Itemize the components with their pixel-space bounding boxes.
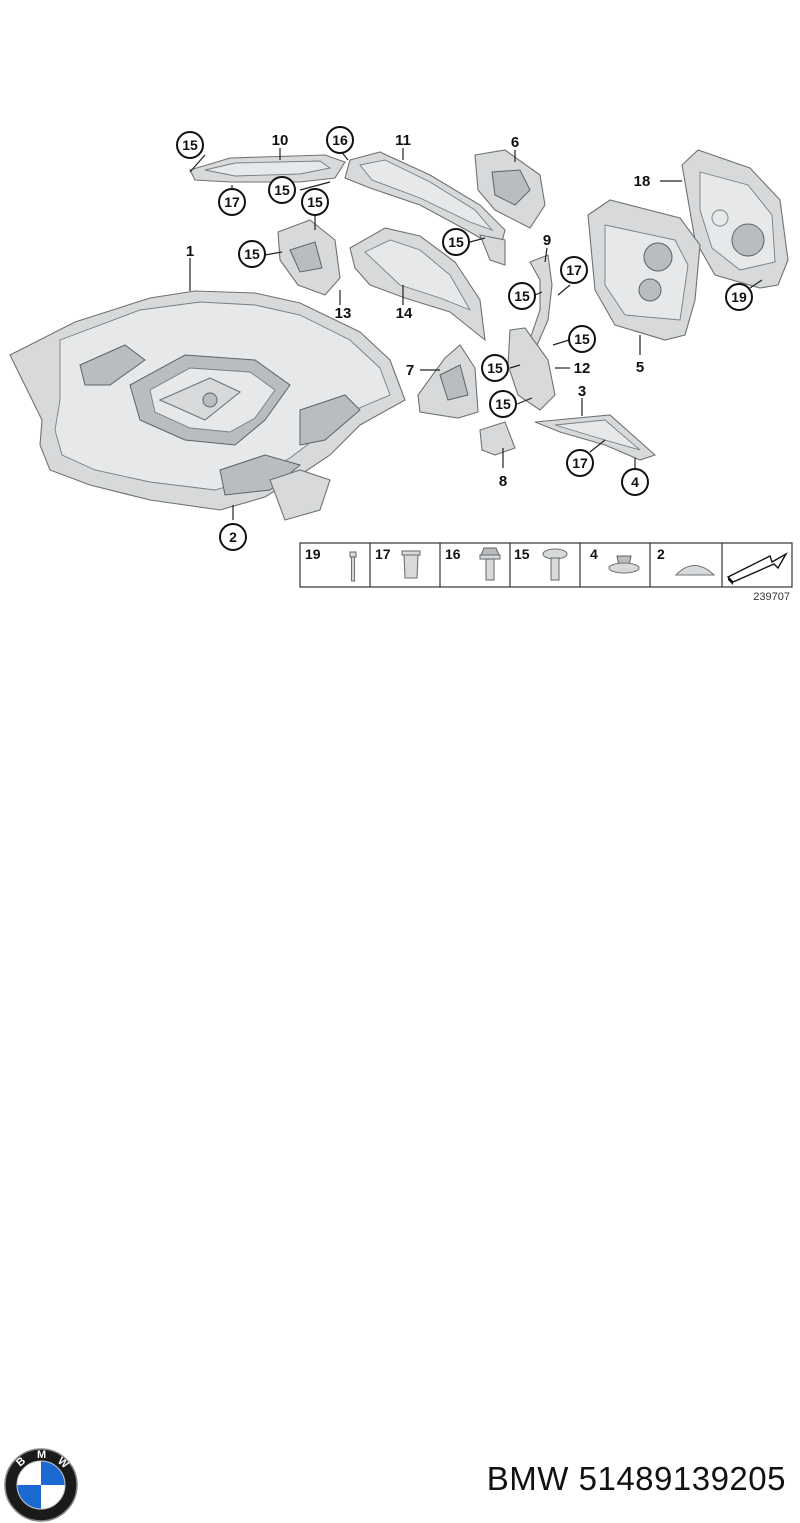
callout-15-g: 15 <box>568 325 596 353</box>
hex-bolt-icon <box>479 547 501 581</box>
callout-9: 9 <box>543 232 551 249</box>
callout-label: 1 <box>186 243 194 260</box>
callout-18: 18 <box>634 173 651 190</box>
callout-16: 16 <box>326 126 354 154</box>
callout-label: 19 <box>731 289 747 305</box>
part-13-mount <box>277 219 341 296</box>
exploded-parts-diagram: 15 10 16 11 6 17 15 15 18 15 15 9 1 17 1… <box>9 126 793 603</box>
callout-19-a: 19 <box>725 283 753 311</box>
legend-item-17: 17 <box>375 546 421 579</box>
callout-15-e: 15 <box>442 228 470 256</box>
fastener-legend: 19 17 16 15 <box>299 542 793 603</box>
drawing-number: 239707 <box>753 591 790 603</box>
callout-10: 10 <box>272 132 289 149</box>
cap-plug-icon <box>674 564 716 576</box>
callout-3: 3 <box>578 383 586 400</box>
callout-13: 13 <box>335 305 352 322</box>
callout-label: 15 <box>244 246 260 262</box>
legend-number: 16 <box>445 546 461 562</box>
callout-label: 16 <box>332 132 348 148</box>
part-number-caption: BMW 51489139205 <box>486 1460 786 1497</box>
part-12-bracket <box>507 327 556 411</box>
callout-8: 8 <box>499 473 507 490</box>
part-11-beam <box>344 151 506 266</box>
callout-15-c: 15 <box>301 188 329 216</box>
callout-label: 17 <box>572 455 588 471</box>
callout-17-b: 17 <box>560 256 588 284</box>
legend-item-2: 2 <box>657 546 716 576</box>
callout-label: 15 <box>487 360 503 376</box>
part-18-side-panel <box>681 149 789 289</box>
part-10-cross-panel <box>189 154 346 183</box>
callout-label: 15 <box>307 194 323 210</box>
callout-label: 7 <box>406 362 414 379</box>
callout-label: 14 <box>396 305 413 322</box>
expansion-nut-icon <box>401 550 421 579</box>
callout-label: 8 <box>499 473 507 490</box>
callout-2: 2 <box>219 523 247 551</box>
callout-label: 12 <box>574 360 591 377</box>
part-5-panel <box>587 199 701 341</box>
callout-1: 1 <box>186 243 194 260</box>
legend-item-15: 15 <box>514 546 568 581</box>
legend-item-19: 19 <box>305 546 357 582</box>
callout-label: 17 <box>224 194 240 210</box>
leader-lines <box>189 148 763 520</box>
callout-label: 5 <box>636 359 644 376</box>
legend-item-4: 4 <box>590 546 640 574</box>
legend-number: 17 <box>375 546 391 562</box>
part-8-clip <box>479 421 516 456</box>
legend-number: 19 <box>305 546 321 562</box>
forward-direction-arrow-icon <box>726 552 788 585</box>
callout-label: 10 <box>272 132 289 149</box>
part-1-underbody-shield <box>9 290 406 521</box>
callout-label: 3 <box>578 383 586 400</box>
part-3-plate <box>534 414 657 461</box>
callout-label: 18 <box>634 173 651 190</box>
flange-nut-icon <box>608 555 640 574</box>
part-6-bracket <box>474 149 546 229</box>
callout-11: 11 <box>395 132 411 149</box>
callout-label: 11 <box>395 132 411 149</box>
callout-4: 4 <box>621 468 649 496</box>
callout-label: 15 <box>574 331 590 347</box>
callout-17-c: 17 <box>566 449 594 477</box>
legend-number: 15 <box>514 546 530 562</box>
callout-label: 6 <box>511 134 519 151</box>
callout-7: 7 <box>406 362 414 379</box>
bmw-logo-icon: B M W <box>4 1448 78 1522</box>
callout-label: 15 <box>182 137 198 153</box>
callout-label: 9 <box>543 232 551 249</box>
legend-number: 4 <box>590 546 598 562</box>
callout-15-b: 15 <box>268 176 296 204</box>
callout-17-a: 17 <box>218 188 246 216</box>
callout-15-f: 15 <box>508 282 536 310</box>
screw-icon <box>542 548 568 581</box>
callout-label: 15 <box>274 182 290 198</box>
callout-15-h: 15 <box>481 354 509 382</box>
callout-label: 2 <box>229 529 237 545</box>
callout-15-a: 15 <box>176 131 204 159</box>
rivet-pin-icon <box>349 551 357 582</box>
callout-label: 17 <box>566 262 582 278</box>
callout-6: 6 <box>511 134 519 151</box>
callout-label: 13 <box>335 305 352 322</box>
legend-number: 2 <box>657 546 665 562</box>
callout-label: 15 <box>514 288 530 304</box>
callout-14: 14 <box>396 305 413 322</box>
callout-15-d: 15 <box>238 240 266 268</box>
callout-12: 12 <box>574 360 591 377</box>
callout-5: 5 <box>636 359 644 376</box>
callout-label: 4 <box>631 474 639 490</box>
legend-item-16: 16 <box>445 546 501 581</box>
part-7-bracket <box>417 344 479 419</box>
footer: B M W BMW 51489139205 <box>0 720 800 1522</box>
callout-label: 15 <box>448 234 464 250</box>
callout-label: 15 <box>495 396 511 412</box>
part-14-wheel-arch-panel <box>349 227 486 342</box>
logo-letter: M <box>37 1449 46 1461</box>
callout-15-i: 15 <box>489 390 517 418</box>
